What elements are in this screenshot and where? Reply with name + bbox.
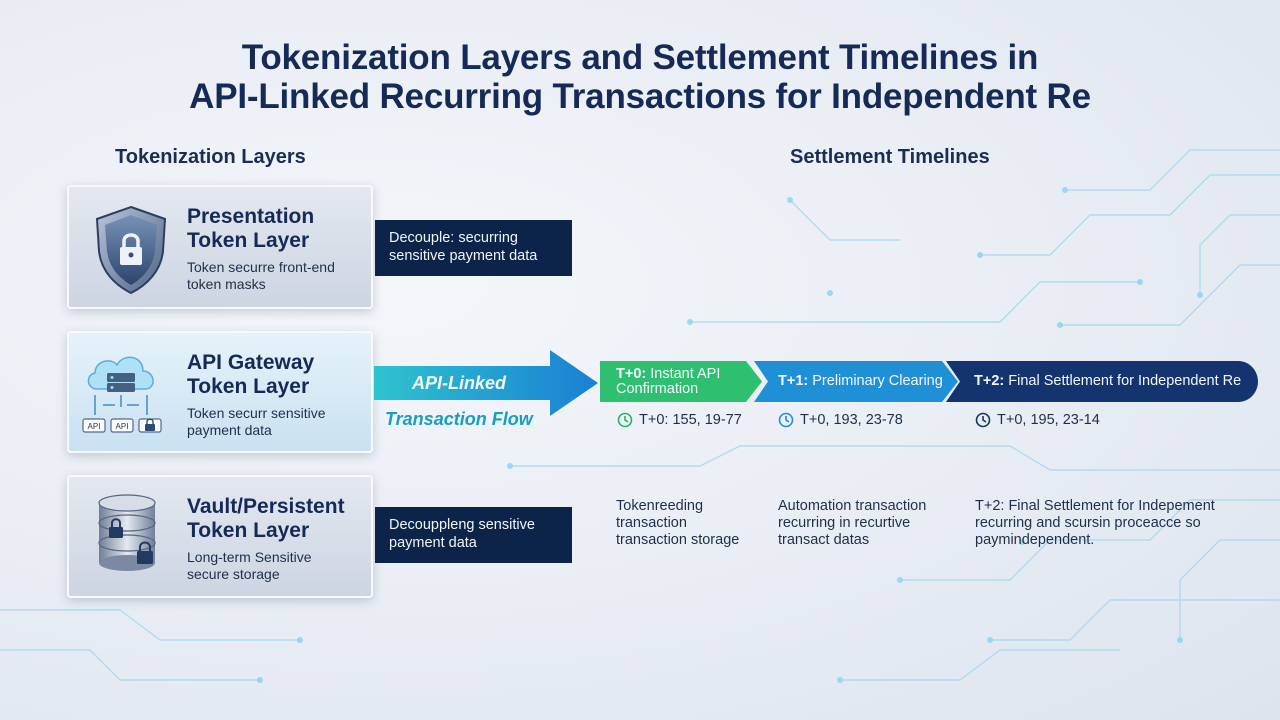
stage-t2-shape (946, 361, 1258, 402)
stage-t0-desc-line-2: transaction (616, 515, 687, 531)
api-gateway-desc-line-1: Token securr sensitive (187, 405, 326, 421)
presentation-desc-line-1: Token securre front-end (187, 259, 335, 275)
vault-desc-line-1: Long-term Sensitive (187, 549, 312, 565)
api-gateway-layer-description: Token securr sensitive payment data (187, 405, 369, 439)
api-tag-2: API (116, 422, 129, 431)
decoupling-note-bottom: Decouppleng sensitive payment data (375, 507, 572, 563)
note-bottom-line-2: payment data (389, 535, 477, 551)
clock-icon (778, 412, 794, 428)
title-line-1: Tokenization Layers and Settlement Timel… (241, 38, 1039, 77)
shield-lock-icon (95, 205, 167, 295)
stage-t0-time-text: T+0: 155, 19-77 (639, 412, 742, 428)
vault-layer-description: Long-term Sensitive secure storage (187, 549, 369, 583)
presentation-title-line-1: Presentation (187, 205, 315, 228)
stage-t0-chevron: T+0: Instant API Confirmation (600, 361, 762, 402)
title-line-2: API-Linked Recurring Transactions for In… (189, 77, 1091, 116)
stage-t2-desc-line-2: recurring and scursin proceacce so (975, 515, 1201, 531)
database-lock-icon (98, 494, 156, 571)
stage-t0-text: T+0: Instant API Confirmation (616, 361, 756, 402)
stage-t0-desc-line-3: transaction storage (616, 532, 740, 548)
stage-t1-shape (754, 361, 958, 402)
vault-title-line-2: Token Layer (187, 519, 310, 542)
stage-t2-desc-line-3: paymindependent. (975, 532, 1095, 548)
api-gateway-layer-title: API Gateway Token Layer (187, 351, 369, 399)
stage-t2-text: T+2: Final Settlement for Independent Re (974, 361, 1254, 402)
stage-t2-desc-line-1: T+2: Final Settlement for Indepement (975, 498, 1215, 514)
stage-t1-text: T+1: Preliminary Clearing (778, 361, 958, 402)
stage-t1-chevron: T+1: Preliminary Clearing (754, 361, 958, 402)
stage-t2-code: T+2: (974, 373, 1005, 389)
transaction-flow-arrow-icon (374, 350, 598, 416)
api-gateway-title-line-2: Token Layer (187, 375, 310, 398)
stage-t2-time: T+0, 195, 23-14 (975, 410, 1100, 430)
vault-title-line-1: Vault/Persistent (187, 495, 345, 518)
flow-label-line-1: API-Linked (412, 373, 507, 393)
stage-t2-time-text: T+0, 195, 23-14 (997, 412, 1100, 428)
stage-t2-chevron: T+2: Final Settlement for Independent Re (946, 361, 1258, 402)
stage-t2-label: Final Settlement for Independent Re (1008, 373, 1242, 389)
stage-t0-code: T+0: (616, 365, 647, 382)
flow-label-line-2: Transaction Flow (385, 409, 533, 429)
presentation-desc-line-2: token masks (187, 276, 266, 292)
stage-t1-label: Preliminary Clearing (812, 373, 943, 389)
note-bottom-line-1: Decouppleng sensitive (389, 517, 535, 533)
api-gateway-title-line-1: API Gateway (187, 351, 315, 374)
stage-t1-description: Automation transaction recurring in recu… (778, 498, 948, 549)
presentation-title-line-2: Token Layer (187, 229, 310, 252)
tokenization-layers-heading: Tokenization Layers (115, 146, 306, 168)
api-gateway-token-layer-card: API API API Gateway Token Layer Token se… (67, 331, 373, 453)
presentation-layer-description: Token securre front-end token masks (187, 259, 369, 293)
vault-layer-title: Vault/Persistent Token Layer (187, 495, 369, 543)
stage-t1-code: T+1: (778, 373, 809, 389)
stage-t0-time: T+0: 155, 19-77 (617, 410, 742, 430)
stage-t1-time: T+0, 193, 23-78 (778, 410, 903, 430)
clock-icon (617, 412, 633, 428)
stage-t0-description: Tokenreeding transaction transaction sto… (616, 498, 766, 549)
stage-t0-shape (600, 361, 762, 402)
note-top-line-1: Decouple: securring (389, 230, 518, 246)
stage-t2-description: T+2: Final Settlement for Indepement rec… (975, 498, 1235, 549)
cloud-server-api-icon: API API (82, 356, 162, 433)
page-title: Tokenization Layers and Settlement Timel… (0, 38, 1280, 116)
clock-icon (975, 412, 991, 428)
decoupling-note-top: Decouple: securring sensitive payment da… (375, 220, 572, 276)
vault-desc-line-2: secure storage (187, 566, 280, 582)
stage-t0-label: Instant API Confirmation (616, 365, 721, 397)
presentation-token-layer-card: Presentation Token Layer Token securre f… (67, 185, 373, 309)
settlement-timelines-heading: Settlement Timelines (790, 146, 990, 168)
stage-t1-desc-line-1: Automation transaction (778, 498, 927, 514)
vault-persistent-token-layer-card: Vault/Persistent Token Layer Long-term S… (67, 475, 373, 598)
stage-t1-desc-line-3: transact datas (778, 532, 870, 548)
stage-t1-desc-line-2: recurring in recurtive (778, 515, 911, 531)
api-tag-1: API (88, 422, 101, 431)
note-top-line-2: sensitive payment data (389, 248, 538, 264)
stage-t0-desc-line-1: Tokenreeding (616, 498, 704, 514)
stage-t1-time-text: T+0, 193, 23-78 (800, 412, 903, 428)
presentation-layer-title: Presentation Token Layer (187, 205, 369, 253)
api-gateway-desc-line-2: payment data (187, 422, 272, 438)
